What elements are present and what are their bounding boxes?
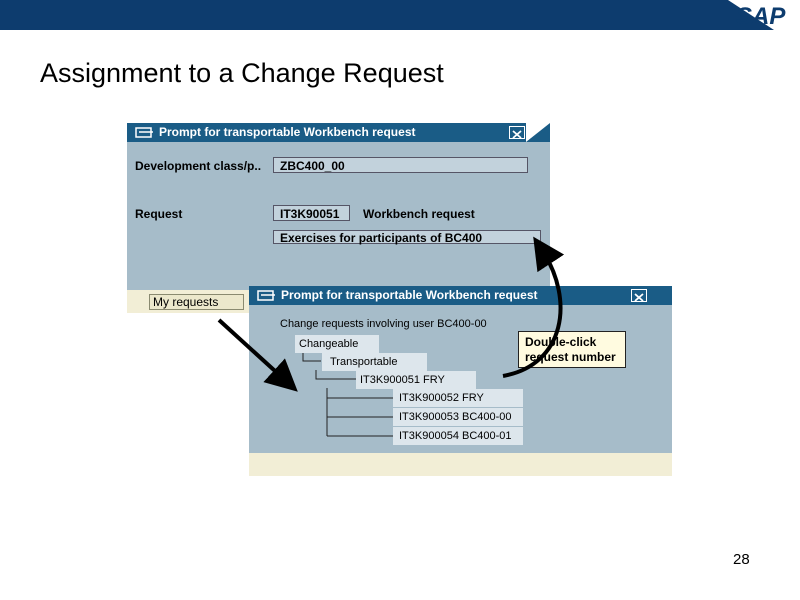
request-field[interactable]: IT3K90051: [273, 205, 350, 221]
callout-line-2: request number: [525, 350, 616, 364]
dialog-footer: [249, 453, 672, 476]
close-button[interactable]: [509, 126, 525, 139]
tree-node-changeable[interactable]: Changeable: [295, 335, 379, 353]
dialog-title-bar: Prompt for transportable Workbench reque…: [127, 123, 550, 142]
close-button[interactable]: [631, 289, 647, 302]
dialog-title: Prompt for transportable Workbench reque…: [159, 125, 416, 139]
callout-line-1: Double-click: [525, 335, 597, 349]
sap-logo: SAP: [728, 0, 800, 30]
dialog-request-list: Prompt for transportable Workbench reque…: [249, 286, 672, 476]
tree-node-transportable[interactable]: Transportable: [322, 353, 427, 371]
sap-logo-text: SAP: [736, 3, 786, 30]
slide-title: Assignment to a Change Request: [40, 58, 444, 88]
page-number: 28: [733, 551, 750, 568]
tree-node-request[interactable]: IT3K900051 FRY: [356, 371, 476, 389]
tree-heading: Change requests involving user BC400-00: [280, 318, 487, 330]
header-bar: [0, 0, 800, 30]
my-requests-button[interactable]: My requests: [149, 294, 244, 310]
close-icon: [512, 130, 522, 139]
callout-box: Double-click request number: [518, 331, 626, 368]
close-icon: [634, 293, 644, 302]
dialog-icon: [257, 289, 277, 308]
dialog-icon: [135, 126, 155, 145]
request-type-label: Workbench request: [363, 207, 475, 221]
tree-node-request[interactable]: IT3K900052 FRY: [393, 389, 523, 407]
tree-node-request[interactable]: IT3K900054 BC400-01: [393, 427, 523, 445]
dialog-title-bar: Prompt for transportable Workbench reque…: [249, 286, 672, 305]
tree-lines: [302, 353, 393, 437]
dialog-title: Prompt for transportable Workbench reque…: [281, 288, 538, 302]
title-bar-corner: [526, 123, 550, 142]
tree-node-request[interactable]: IT3K900053 BC400-00: [393, 408, 523, 426]
dev-class-field[interactable]: ZBC400_00: [273, 157, 528, 173]
description-field[interactable]: Exercises for participants of BC400: [273, 230, 541, 245]
dev-class-label: Development class/p..: [135, 159, 262, 173]
dialog-prompt-request: Prompt for transportable Workbench reque…: [127, 123, 550, 313]
request-label: Request: [135, 207, 183, 221]
